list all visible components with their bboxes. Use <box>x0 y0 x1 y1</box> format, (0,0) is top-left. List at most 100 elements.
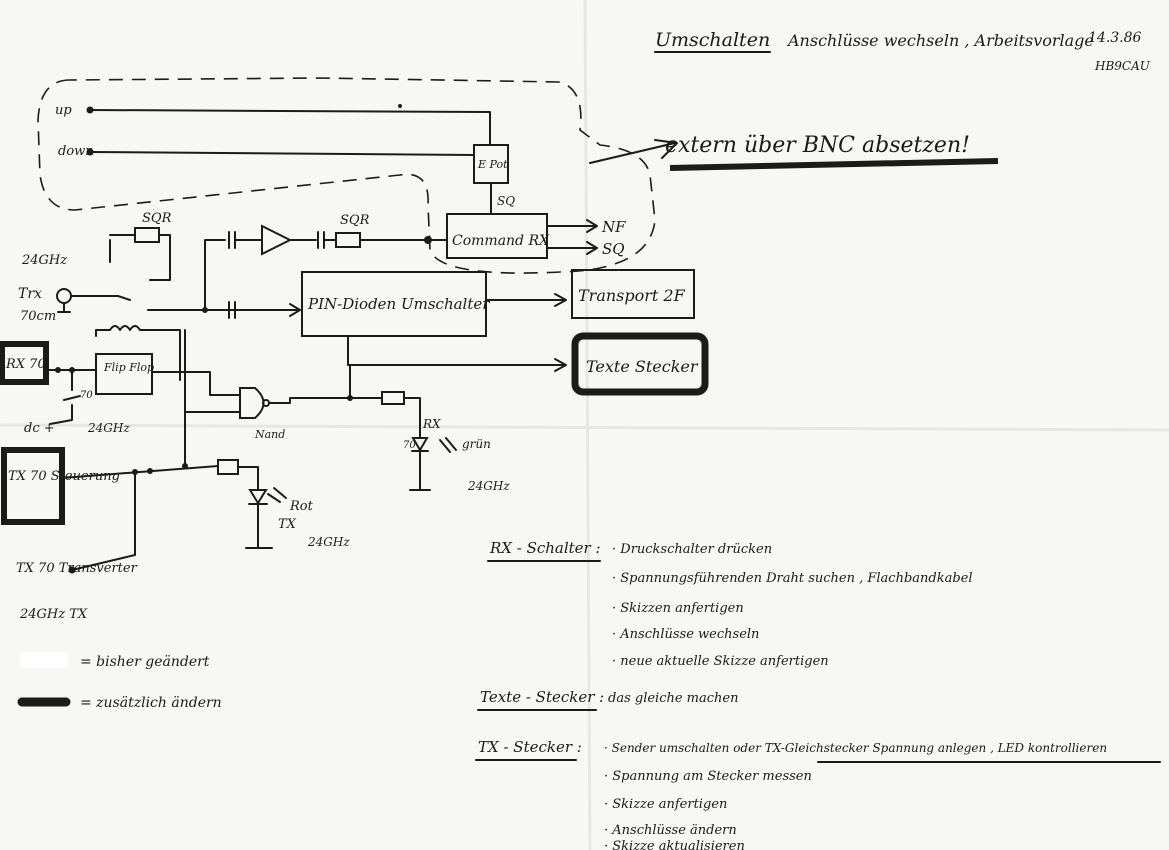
extern-note: extern über BNC absetzen! <box>665 133 970 158</box>
tx70-transverter-label: TX 70 Transverter <box>16 561 138 576</box>
wire-rx-up <box>204 239 226 311</box>
pin-arrow-in <box>289 303 301 317</box>
section-rx-title: RX - Schalter : <box>489 539 601 557</box>
legend-white-text: = bisher geändert <box>80 654 210 670</box>
label-down: down <box>58 144 94 159</box>
contact-70-label: 70 <box>80 390 93 401</box>
wire-transverter <box>71 471 136 571</box>
wire-pin-texte <box>347 335 566 366</box>
command-input-node <box>424 236 432 244</box>
section-tx-item: · Sender umschalten oder TX-Gleichstecke… <box>604 741 1107 755</box>
nand-label: Nand <box>254 428 285 441</box>
nand-gate <box>239 387 265 419</box>
sqr1-resistor <box>134 227 160 243</box>
sheet-title: Umschalten <box>655 29 770 51</box>
legend-black-text: = zusätzlich ändern <box>80 695 222 711</box>
section-tx-item: · Spannung am Stecker messen <box>604 769 812 784</box>
section-tx-title: TX - Stecker : <box>478 738 582 756</box>
sqr2-label: SQR <box>340 213 370 228</box>
wire-inductor <box>95 325 181 381</box>
wire-down <box>89 151 475 156</box>
note-arrowhead <box>654 139 678 159</box>
command-rx-label: Command RX <box>452 233 550 249</box>
sheet-date: 14.3.86 <box>1088 30 1142 46</box>
transport-block <box>571 269 695 319</box>
led-green-rays <box>439 437 457 453</box>
wire-trx <box>57 295 131 313</box>
texte-stecker-label: Texte Stecker <box>586 357 699 376</box>
sqr1-wiring <box>109 234 171 281</box>
section-tx-item: · Anschlüsse ändern <box>604 823 737 838</box>
led-red-symbol <box>248 489 268 505</box>
sqr1-label: SQR <box>142 211 172 226</box>
section-rx-item: · Anschlüsse wechseln <box>612 627 759 642</box>
section-texte-title: Texte - Stecker : <box>480 688 604 706</box>
rx70-label: RX 70 <box>5 357 46 372</box>
pin-switch-block <box>301 271 487 337</box>
tx70-box <box>1 447 65 525</box>
section-rx-item: · Druckschalter drücken <box>612 542 772 557</box>
junction-rx <box>202 307 208 313</box>
wire-ff-nand <box>151 371 241 396</box>
label-trx: Trx <box>18 286 42 302</box>
sq-out-label: SQ <box>602 240 625 258</box>
flipflop-block <box>95 353 153 395</box>
led-green-num: 70 <box>403 440 416 451</box>
section-rx-item: · Skizzen anfertigen <box>612 601 744 616</box>
led-red-color: Rot <box>289 499 314 514</box>
led-red-tx: TX <box>278 517 297 532</box>
bnc-connector <box>56 288 72 304</box>
wire-led-green <box>403 397 421 439</box>
wire-led-red <box>237 466 259 491</box>
label-24ghz-mid: 24GHz <box>87 421 130 435</box>
label-24ghz-tx: 24GHz TX <box>19 607 88 622</box>
transport-label: Transport 2F <box>578 286 686 305</box>
led-green-freq: 24GHz <box>467 479 510 493</box>
rx70-box <box>0 341 49 385</box>
sheet-author: HB9CAU <box>1094 59 1151 73</box>
section-tx-item: · Skizze aktualisieren <box>604 839 745 850</box>
wire-nand-out <box>268 364 351 404</box>
pin-switch-label: PIN-Dioden Umschalter <box>307 295 490 313</box>
transverter-node <box>68 566 76 574</box>
led-green-symbol <box>411 437 429 452</box>
led-red-rays <box>267 487 287 503</box>
nf-arrow <box>586 219 598 233</box>
extern-underline <box>669 158 999 171</box>
transport-arrow <box>554 293 567 307</box>
sq-top-label: SQ <box>497 194 515 208</box>
led-green-rx: RX <box>422 417 441 431</box>
texte-stecker-block <box>571 332 709 396</box>
rx70-node <box>55 367 61 373</box>
section-rx-item: · Spannungsführenden Draht suchen , Flac… <box>612 571 973 586</box>
wire-up <box>89 109 491 146</box>
note-arrow <box>589 142 676 164</box>
dc-switch <box>49 369 81 425</box>
nf-label: NF <box>601 218 626 236</box>
command-rx-block <box>446 213 548 259</box>
section-texte-item: das gleiche machen <box>608 691 738 706</box>
texte-arrow <box>554 358 567 372</box>
epot-label: E Pot <box>477 158 508 171</box>
legend-white-swatch <box>20 652 68 668</box>
section-tx-item: · Skizze anfertigen <box>604 797 727 812</box>
section-rx-item: · neue aktuelle Skizze anfertigen <box>612 654 829 669</box>
sq-out-arrow <box>586 241 598 255</box>
dashed-boundary <box>37 77 656 274</box>
flipflop-label: Flip Flop <box>103 361 154 374</box>
sheet-subtitle: Anschlüsse wechseln , Arbeitsvorlage <box>786 31 1094 50</box>
sqr2-resistor <box>335 232 361 248</box>
led-green-color: grün <box>462 437 491 451</box>
led-red-freq: 24GHz <box>307 535 350 549</box>
label-70cm: 70cm <box>20 309 56 324</box>
label-24ghz-top: 24GHz <box>21 253 67 268</box>
led-resistor-green <box>381 391 405 405</box>
dc-plus-label: dc + <box>24 421 55 436</box>
junction-tx2 <box>147 468 153 474</box>
up-mark <box>398 104 402 108</box>
label-up: up <box>55 103 72 118</box>
tx70-box-label: TX 70 Steuerung <box>8 469 120 484</box>
led-resistor-red <box>217 459 239 475</box>
